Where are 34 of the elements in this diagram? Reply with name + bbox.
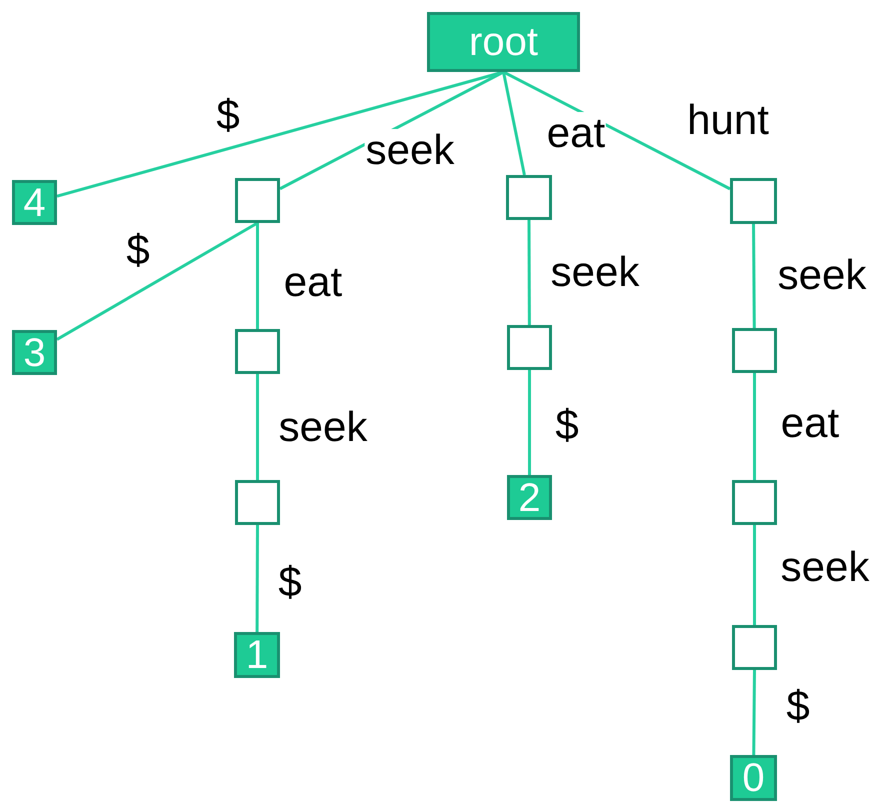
tree-branch	[56, 222, 258, 341]
leaf-box	[234, 632, 280, 678]
internal-node-box	[732, 480, 777, 525]
tree-branch	[256, 525, 259, 632]
tree-branch	[279, 70, 504, 190]
internal-node-box	[732, 625, 777, 670]
tree-branch	[502, 70, 731, 190]
internal-node-box	[507, 325, 552, 370]
leaf-box	[427, 12, 580, 72]
internal-node-box	[506, 175, 552, 220]
tree-branch	[752, 670, 756, 756]
internal-node-box	[732, 328, 777, 373]
tree-branch	[528, 220, 531, 325]
node-label: 1	[246, 635, 268, 675]
tree-branch	[502, 72, 526, 176]
internal-node-box	[235, 480, 280, 525]
leaf-box	[12, 330, 57, 375]
node-label: root	[469, 22, 538, 62]
leaf-box	[507, 475, 552, 520]
tree-branch	[753, 373, 756, 480]
tree-branch	[752, 224, 756, 328]
node-label: 0	[742, 758, 765, 798]
tree-branch	[256, 223, 259, 329]
tree-branch	[753, 525, 756, 625]
leaf-box	[12, 180, 57, 225]
node-label: 2	[518, 478, 541, 518]
node-label: 4	[23, 182, 46, 222]
tree-branch	[256, 374, 259, 480]
leaf-box	[730, 755, 777, 801]
internal-node-box	[235, 329, 280, 374]
internal-node-box	[730, 178, 777, 224]
node-label: 3	[23, 332, 46, 372]
tree-branch	[528, 370, 531, 475]
internal-node-box	[235, 178, 280, 223]
